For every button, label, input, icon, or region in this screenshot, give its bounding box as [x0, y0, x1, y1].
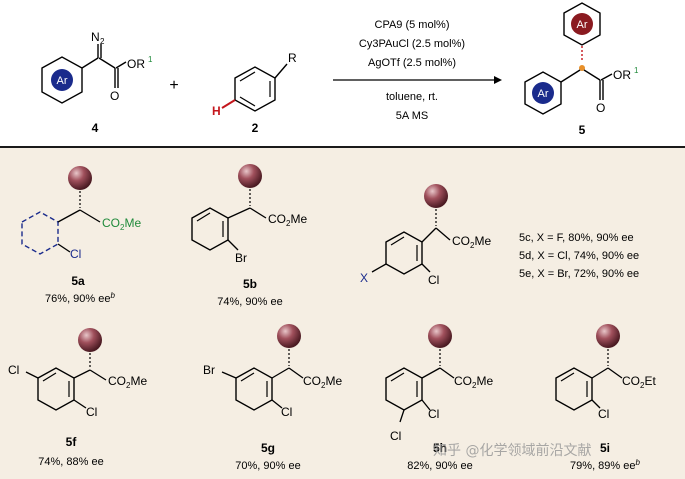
- svg-text:1: 1: [634, 66, 639, 75]
- svg-text:Ar: Ar: [538, 88, 549, 100]
- svg-text:Ar: Ar: [577, 19, 588, 31]
- compound-5a-note: b: [110, 291, 115, 300]
- panel-divider: [0, 146, 685, 148]
- compound-5i-note: b: [635, 458, 640, 467]
- svg-text:H: H: [212, 104, 221, 118]
- svg-text:Cl: Cl: [428, 407, 439, 421]
- compound-5e-yield: 5e, X = Br, 72%, 90% ee: [519, 268, 639, 280]
- ar-group-circle: [51, 69, 73, 91]
- svg-text:CO2Et: CO2Et: [622, 374, 656, 390]
- condition-5: 5A MS: [396, 110, 428, 122]
- compound-5h-yield: 82%, 90% ee: [407, 460, 472, 472]
- compound-5a-yield: 76%, 90% ee: [45, 293, 110, 305]
- svg-text:Cl: Cl: [281, 405, 292, 419]
- svg-text:CO2Me: CO2Me: [108, 374, 147, 390]
- compound-5g-yield: 70%, 90% ee: [235, 460, 300, 472]
- compound-5h-structure: CO2Me Cl Cl: [385, 324, 493, 443]
- compound-5i-structure: CO2Et Cl: [555, 324, 656, 421]
- condition-1: CPA9 (5 mol%): [375, 19, 450, 31]
- svg-text:R: R: [288, 51, 297, 65]
- svg-text:OR: OR: [127, 57, 145, 71]
- condition-4: toluene, rt.: [386, 91, 438, 103]
- svg-text:Br: Br: [235, 251, 247, 265]
- svg-text:Br: Br: [203, 363, 215, 377]
- svg-text:2: 2: [100, 37, 105, 46]
- svg-text:Ar: Ar: [57, 75, 68, 87]
- svg-text:Cl: Cl: [8, 363, 19, 377]
- svg-text:O: O: [110, 89, 119, 103]
- svg-text:O: O: [596, 101, 605, 115]
- compound-5g-label: 5g: [261, 441, 275, 455]
- compound-5a-structure: CO2Me Cl: [21, 166, 141, 261]
- watermark-text: 知乎 @化学领域前沿文献: [433, 443, 592, 459]
- svg-text:Cl: Cl: [428, 273, 439, 287]
- compound-5f-structure: CO2Me Cl Cl: [8, 328, 147, 419]
- compound-5d-yield: 5d, X = Cl, 74%, 90% ee: [519, 250, 639, 262]
- svg-text:CO2Me: CO2Me: [454, 374, 493, 390]
- compound-5f-label: 5f: [66, 435, 78, 449]
- compound-5f-yield: 74%, 88% ee: [38, 456, 103, 468]
- compound-5c-e-structure: CO2Me Cl X: [360, 184, 491, 287]
- svg-text:CO2Me: CO2Me: [102, 216, 141, 232]
- svg-text:CO2Me: CO2Me: [303, 374, 342, 390]
- compound-5g-structure: CO2Me Br Cl: [203, 324, 342, 419]
- reactant-2-structure: R H: [212, 51, 297, 118]
- svg-text:Cl: Cl: [86, 405, 97, 419]
- compound-5a-label: 5a: [71, 274, 85, 288]
- condition-2: Cy3PAuCl (2.5 mol%): [359, 38, 465, 50]
- condition-3: AgOTf (2.5 mol%): [368, 57, 456, 69]
- compound-5i-label: 5i: [600, 441, 610, 455]
- svg-text:1: 1: [148, 55, 153, 64]
- reaction-scheme-panel: [0, 0, 685, 148]
- reactant-2-label: 2: [252, 121, 259, 135]
- reactant-4-label: 4: [92, 121, 99, 135]
- compound-5b-yield: 74%, 90% ee: [217, 296, 282, 308]
- svg-text:Cl: Cl: [390, 429, 401, 443]
- compound-5i-yield: 79%, 89% ee: [570, 460, 635, 472]
- compound-5h-label: 5h: [433, 441, 447, 455]
- product-5-label: 5: [579, 123, 586, 137]
- compound-5a-yield-line: 76%, 90% eeb: [45, 291, 115, 305]
- svg-text:N: N: [91, 30, 100, 44]
- svg-text:X: X: [360, 271, 368, 285]
- compound-5b-structure: CO2Me Br: [191, 164, 307, 265]
- svg-text:CO2Me: CO2Me: [268, 212, 307, 228]
- svg-text:Cl: Cl: [598, 407, 609, 421]
- substrate-scope-panel: [0, 148, 685, 479]
- svg-text:OR: OR: [613, 68, 631, 82]
- compound-5i-yield-line: 79%, 89% eeb: [570, 458, 640, 472]
- compound-5b-label: 5b: [243, 277, 257, 291]
- compound-5c-yield: 5c, X = F, 80%, 90% ee: [519, 232, 634, 244]
- svg-text:CO2Me: CO2Me: [452, 234, 491, 250]
- svg-text:Cl: Cl: [70, 247, 81, 261]
- plus-sign: +: [169, 77, 178, 94]
